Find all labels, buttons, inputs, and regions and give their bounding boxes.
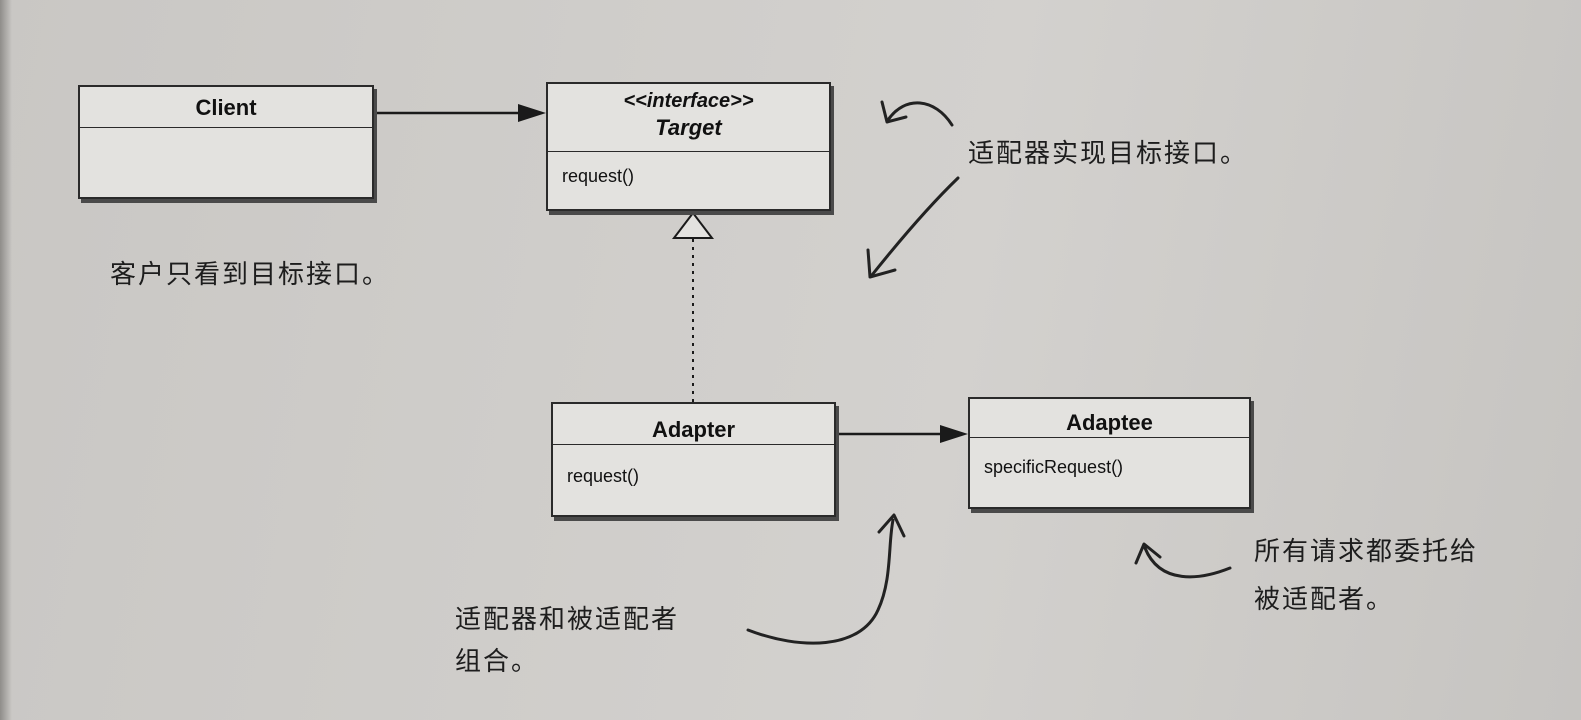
target-stereotype: <<interface>>: [623, 90, 754, 112]
client-class-name: Client: [80, 87, 372, 128]
target-class-name: Target: [655, 115, 722, 140]
hand-arrow-to-adapter: [870, 176, 960, 277]
hand-arrow-composition-head: [877, 513, 906, 538]
note-client-sees: 客户只看到目标接口。: [110, 260, 391, 290]
note-adapter-implements: 适配器实现目标接口。: [968, 139, 1249, 169]
hand-arrow-to-target: [886, 101, 954, 127]
adapter-adaptee-arrowhead: [940, 425, 968, 443]
hand-arrow-composition: [746, 518, 895, 645]
note-composition-line1: 适配器和被适配者: [455, 605, 680, 635]
page-edge-shadow: [0, 0, 12, 720]
adapter-method: request(): [567, 466, 640, 486]
client-class: Client: [78, 85, 374, 199]
realization-triangle: [671, 211, 715, 239]
hand-arrow-delegation-head: [1134, 542, 1162, 565]
target-interface: <<interface>> Target request(): [546, 82, 831, 211]
note-composition-line2: 组合。: [455, 647, 540, 677]
adaptee-class: Adaptee specificRequest(): [968, 397, 1251, 509]
adaptee-class-name: Adaptee: [970, 399, 1249, 438]
note-delegation-line2: 被适配者。: [1254, 585, 1395, 615]
note-delegation-line1: 所有请求都委托给: [1254, 537, 1479, 567]
hand-arrow-to-adapter-head: [866, 248, 897, 279]
adapter-class: Adapter request(): [551, 402, 836, 517]
target-header: <<interface>> Target: [548, 84, 829, 152]
adapter-class-name: Adapter: [553, 404, 834, 445]
hand-arrow-delegation: [1143, 546, 1232, 579]
target-method: request(): [562, 166, 635, 186]
client-target-arrowhead: [518, 104, 546, 122]
adaptee-method: specificRequest(): [984, 457, 1124, 477]
hand-arrow-to-target-head: [880, 100, 908, 124]
